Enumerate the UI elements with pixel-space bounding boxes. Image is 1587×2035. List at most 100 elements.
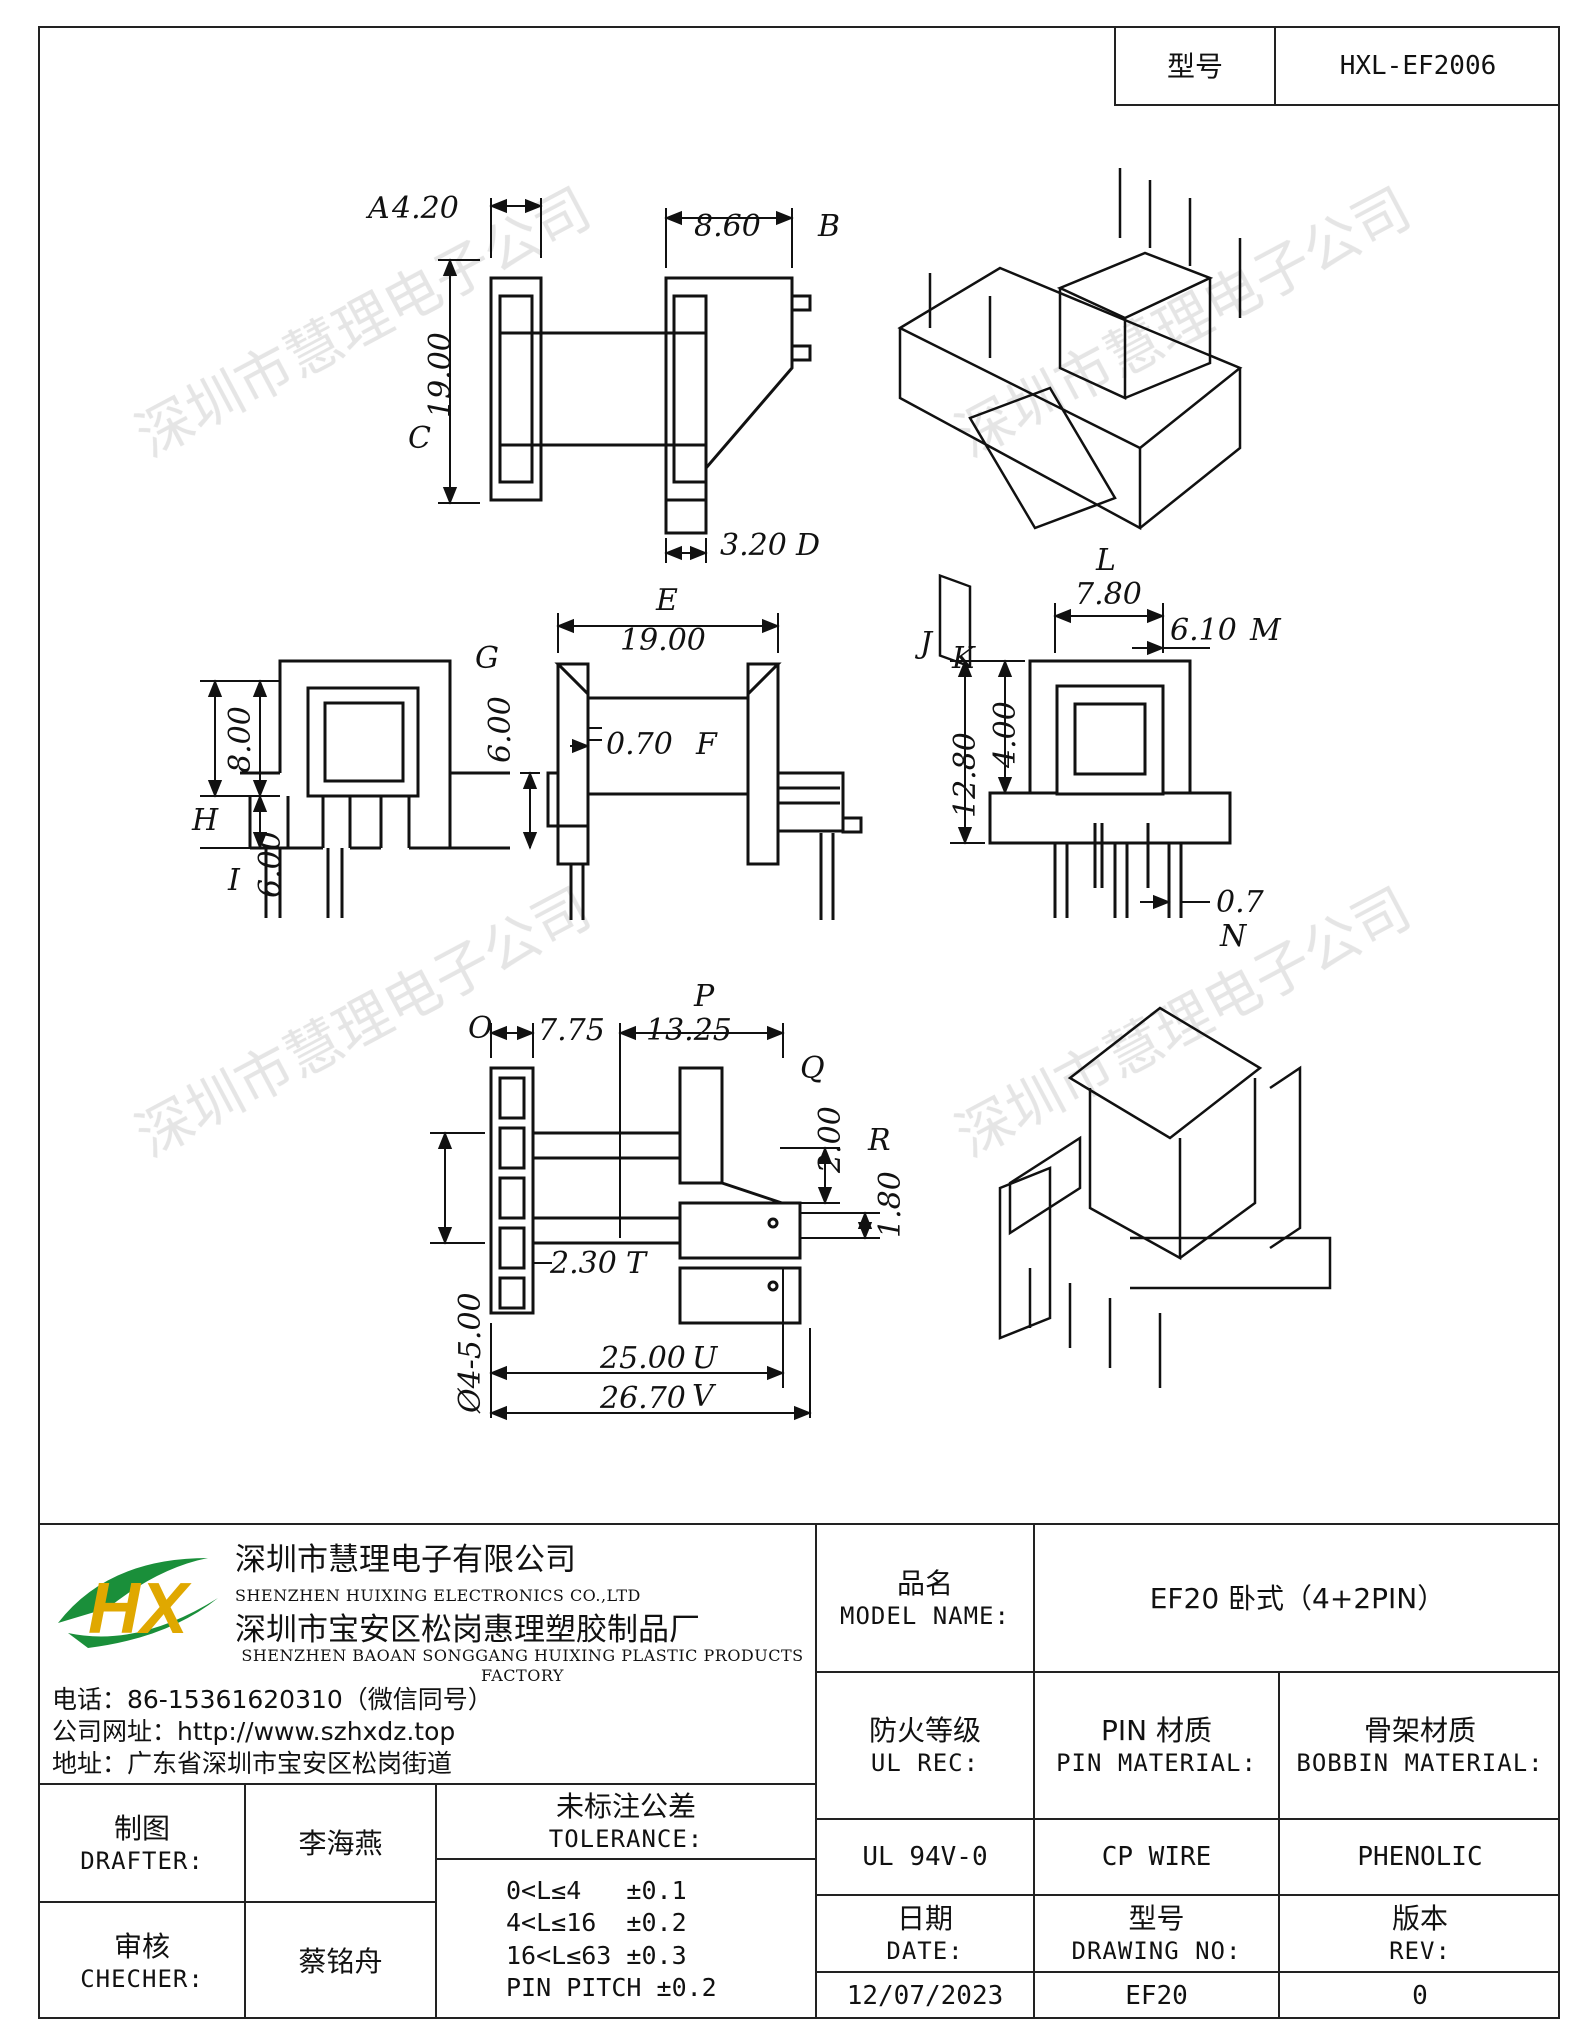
tolerance-row: 4<L≤16 ±0.2	[506, 1908, 687, 1937]
top-view	[489, 276, 812, 535]
dim-P: 13.25	[646, 1013, 732, 1048]
dim-H: 8.00	[223, 706, 258, 773]
dim-label-D: D	[795, 528, 820, 563]
dim-label-F: F	[695, 727, 718, 762]
dim-G: 6.00	[483, 696, 518, 763]
dim-T: 2.30	[549, 1246, 617, 1281]
ul-rec-label: 防火等级 UL REC:	[817, 1673, 1033, 1818]
model-label: 型号	[1166, 49, 1223, 83]
tolerance-label: 未标注公差 TOLERANCE:	[437, 1785, 815, 1858]
dim-M: 6.10	[1170, 613, 1237, 648]
drawing-no-label-en: DRAWING NO:	[1071, 1937, 1242, 1965]
watermark: 深圳市慧理电子公司	[126, 176, 602, 470]
dim-label-C: C	[408, 421, 431, 456]
dim-I: 6.00	[253, 831, 288, 898]
dim-R: 1.80	[873, 1171, 908, 1238]
isometric-view-top	[897, 168, 1243, 669]
date-label: 日期 DATE:	[817, 1896, 1033, 1971]
date-label-en: DATE:	[886, 1937, 964, 1965]
drafter-label-en: DRAFTER:	[80, 1846, 204, 1875]
pin-material-value: CP WIRE	[1101, 1841, 1212, 1872]
dim-label-A: A	[365, 191, 390, 226]
dim-label-V: V	[692, 1379, 717, 1414]
ul-rec-value: UL 94V-0	[862, 1841, 988, 1872]
technical-drawing: 深圳市慧理电子公司 深圳市慧理电子公司 深圳市慧理电子公司 深圳市慧理电子公司	[126, 168, 1422, 1421]
rev-label: 版本 REV:	[1280, 1896, 1560, 1971]
company-name-zh: 深圳市慧理电子有限公司	[235, 1541, 576, 1578]
dim-S: Ø4-5.00	[453, 1292, 488, 1414]
date-label-zh: 日期	[896, 1902, 953, 1935]
rev-value: 0	[1412, 1980, 1428, 2011]
watermark: 深圳市慧理电子公司	[126, 876, 602, 1170]
drawing-no-value: EF20	[1125, 1980, 1188, 2011]
dim-label-Q: Q	[800, 1051, 825, 1086]
dim-label-G: G	[475, 641, 499, 676]
tolerance-list: 0<L≤4 ±0.1 4<L≤16 ±0.2 16<L≤63 ±0.3 PIN …	[437, 1860, 815, 2019]
drawing-sheet: 型号 HXL-EF2006 深圳市慧理电子公司 深圳市慧理电子公司 深圳市慧理电…	[38, 26, 1560, 2019]
rev-label-zh: 版本	[1391, 1902, 1448, 1935]
dim-label-T: T	[626, 1246, 648, 1281]
date-value: 12/07/2023	[846, 1980, 1004, 2011]
bobbin-material-label-zh: 骨架材质	[1363, 1714, 1476, 1747]
drafter-label-zh: 制图	[113, 1811, 170, 1845]
dim-K: 4.00	[988, 701, 1023, 769]
dim-label-R: R	[867, 1123, 891, 1158]
front-view-middle	[546, 662, 863, 920]
dim-label-E: E	[655, 583, 678, 618]
model-value: HXL-EF2006	[1339, 50, 1497, 81]
logo-letters: HX	[88, 1569, 192, 1649]
dim-B: 8.60	[694, 209, 761, 244]
dim-label-J: J	[914, 626, 934, 661]
dim-E: 19.00	[620, 623, 706, 658]
factory-name-en: SHENZHEN BAOAN SONGGANG HUIXING PLASTIC …	[241, 1646, 804, 1685]
dim-V: 26.70	[599, 1381, 686, 1416]
tolerance-label-zh: 未标注公差	[555, 1790, 696, 1823]
company-phone: 电话：86-15361620310（微信同号）	[52, 1684, 493, 1714]
dim-D: 3.20	[720, 528, 787, 563]
company-address: 地址：广东省深圳市宝安区松岗街道	[52, 1748, 453, 1778]
checker-label-en: CHECHER:	[80, 1964, 204, 1993]
pin-material-label: PIN 材质 PIN MATERIAL:	[1035, 1673, 1278, 1818]
tolerance-row: PIN PITCH ±0.2	[506, 1973, 717, 2002]
checker-label: 审核 CHECHER:	[40, 1903, 244, 2019]
checker-value: 蔡铭舟	[298, 1944, 383, 1978]
checker-label-zh: 审核	[113, 1929, 170, 1963]
product-name-label: 品名 MODEL NAME:	[817, 1525, 1033, 1671]
dim-label-U: U	[692, 1341, 719, 1376]
tolerance-row: 16<L≤63 ±0.3	[506, 1940, 687, 1970]
drawing-no-label-zh: 型号	[1128, 1902, 1185, 1935]
dim-J: 12.80	[948, 732, 983, 818]
ul-rec-label-en: UL REC:	[870, 1749, 980, 1777]
dim-label-N: N	[1219, 919, 1248, 954]
bobbin-material-value: PHENOLIC	[1357, 1841, 1483, 1872]
product-name-label-zh: 品名	[896, 1566, 953, 1600]
dim-label-H: H	[191, 803, 219, 838]
dim-label-M: M	[1249, 613, 1282, 648]
dim-label-I: I	[227, 863, 241, 898]
tolerance-label-en: TOLERANCE:	[548, 1825, 704, 1853]
bottom-view	[489, 1066, 802, 1325]
drafter-value: 李海燕	[298, 1826, 383, 1860]
company-logo: HX	[58, 1558, 218, 1649]
pin-material-label-zh: PIN 材质	[1101, 1714, 1212, 1747]
bobbin-material-label: 骨架材质 BOBBIN MATERIAL:	[1280, 1673, 1560, 1818]
dim-label-B: B	[817, 209, 840, 244]
pin-material-label-en: PIN MATERIAL:	[1056, 1749, 1257, 1777]
dim-F: 0.70	[606, 727, 673, 762]
dim-U: 25.00	[599, 1341, 686, 1376]
ul-rec-label-zh: 防火等级	[868, 1714, 981, 1747]
company-name-en: SHENZHEN HUIXING ELECTRONICS CO.,LTD	[235, 1586, 641, 1605]
bobbin-material-label-en: BOBBIN MATERIAL:	[1296, 1749, 1544, 1777]
isometric-view-bottom	[998, 1006, 1332, 1388]
drawing-no-label: 型号 DRAWING NO:	[1035, 1896, 1278, 1971]
dim-C: 19.00	[423, 332, 458, 418]
dim-L: 7.80	[1075, 577, 1142, 612]
dim-label-P: P	[693, 979, 715, 1014]
dim-label-K: K	[951, 641, 976, 676]
dim-O: 7.75	[538, 1013, 605, 1048]
dim-label-L: L	[1095, 543, 1116, 578]
dim-A: 4.20	[391, 191, 459, 226]
rev-label-en: REV:	[1389, 1937, 1451, 1965]
dim-N: 0.7	[1216, 885, 1265, 920]
drafter-label: 制图 DRAFTER:	[40, 1785, 244, 1901]
